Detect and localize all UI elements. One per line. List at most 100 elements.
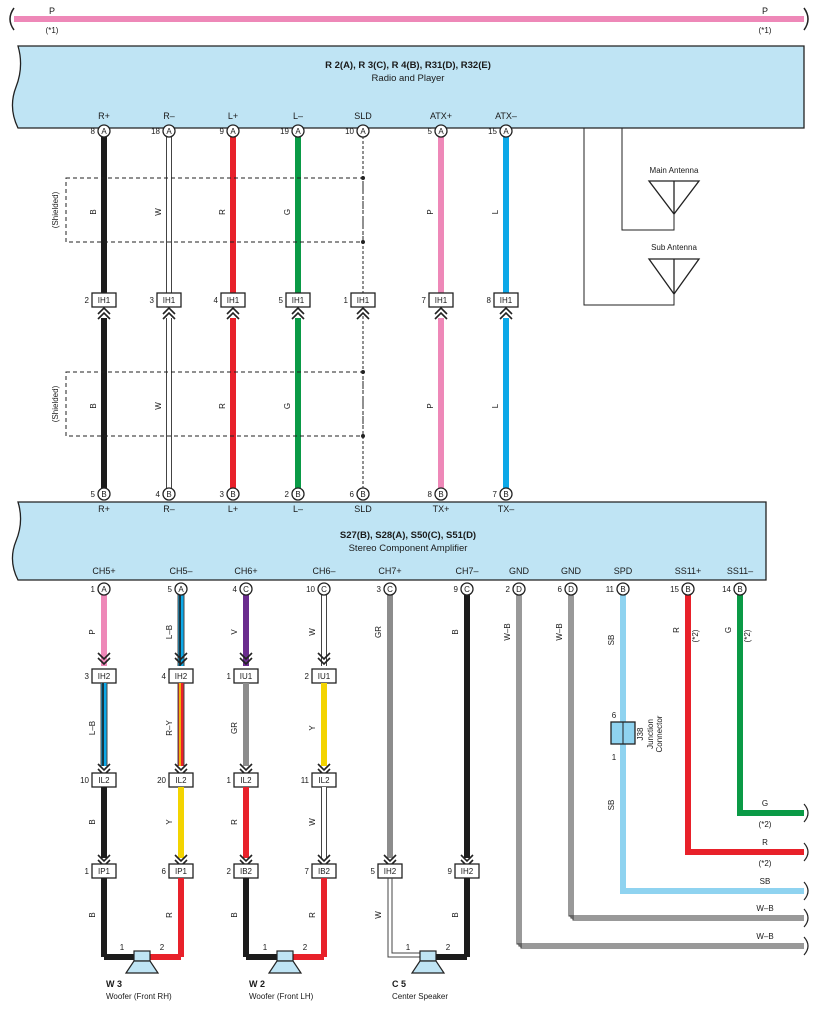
amp-top-pin-6-number: 7 <box>493 490 498 499</box>
row3-conn-5-number: 9 <box>448 867 453 876</box>
row1-mate-1-a <box>174 652 188 661</box>
amp-bottom-pin-9-number: 15 <box>670 585 679 594</box>
wire-color-upper-6: L <box>491 209 500 214</box>
top-power-line: P(*1)P(*1) <box>9 6 809 35</box>
shield-box-lower <box>65 371 364 437</box>
speaker-pin1-0: 1 <box>120 943 125 952</box>
gnd-wire-0--2 <box>516 594 804 945</box>
radio-box <box>11 45 805 129</box>
speaker-pin1-2: 1 <box>406 943 411 952</box>
row1-mate-2-a <box>239 652 253 661</box>
main-antenna-label: Main Antenna <box>650 166 699 175</box>
amp-bottom-pin-7-circle <box>564 582 578 596</box>
amp-bottom-pin-10-circle <box>733 582 747 596</box>
radio-pin-0-circle <box>97 124 111 138</box>
row3-conn-3-number: 7 <box>305 867 310 876</box>
speaker-pin2-2: 2 <box>446 943 451 952</box>
output-note-0: (*2) <box>759 820 772 829</box>
wire-l1-color-1: L–B <box>165 625 174 639</box>
radio-pin-2-connector: A <box>230 127 236 136</box>
gnd-color-1: W–B <box>555 623 564 640</box>
radio-name: Radio and Player <box>372 73 445 84</box>
ih1-6-label: IH1 <box>500 296 513 305</box>
amp-bottom-pin-2-circle <box>239 582 253 596</box>
amp-top-pin-0-connector: B <box>101 490 106 499</box>
row3-mate-1-a <box>174 854 188 863</box>
wire-l3-color-3: W <box>308 818 317 826</box>
shielded-label-lower: (Shielded) <box>51 385 60 422</box>
ih1-mate-0-b <box>97 311 111 320</box>
amp-bottom-label-1: CH5– <box>169 566 192 576</box>
row1-mate-3-b <box>317 657 331 666</box>
ih1-mate-2-b <box>226 311 240 320</box>
row1-mate-0-b <box>97 657 111 666</box>
ih1-mate-1-a <box>162 306 176 315</box>
ih1-0-label: IH1 <box>98 296 111 305</box>
row3-conn-2-label: IB2 <box>240 867 253 876</box>
spk-wire-w-inner <box>391 878 421 954</box>
gnd-color-0: W–B <box>503 623 512 640</box>
j38-pin-bottom: 1 <box>612 753 617 762</box>
radio-pin-6-number: 15 <box>488 127 497 136</box>
radio-pin-label-0: R+ <box>98 111 110 121</box>
speaker-pin2-1: 2 <box>303 943 308 952</box>
wire-l1-color-4: GR <box>374 626 383 638</box>
amp-bottom-pin-2-number: 4 <box>233 585 238 594</box>
amplifier-codes: S27(B), S28(A), S50(C), S51(D) <box>340 530 476 541</box>
j38-pin-top: 6 <box>612 711 617 720</box>
speaker-body-1 <box>276 950 294 962</box>
radio-pin-4-number: 10 <box>345 127 354 136</box>
radio-pin-0-connector: A <box>101 127 107 136</box>
output-note-1: (*2) <box>759 859 772 868</box>
gnd-wire-1-0 <box>570 594 804 919</box>
amp-bottom-pin-1-circle <box>174 582 188 596</box>
row1-mate-3-a <box>317 652 331 661</box>
amp-top-pin-1-connector: B <box>166 490 171 499</box>
row3-mate-2-a <box>239 854 253 863</box>
power-left-note: (*1) <box>46 26 59 35</box>
gnd-wire-0-2 <box>520 594 804 949</box>
amp-bottom-pin-5-connector: C <box>464 585 470 594</box>
speaker-body-0 <box>133 950 151 962</box>
ih1-6-number: 8 <box>487 296 492 305</box>
radio-pin-label-4: SLD <box>354 111 372 121</box>
amp-bottom-pin-6-connector: D <box>516 585 522 594</box>
amp-bottom-pin-4-connector: C <box>387 585 393 594</box>
speaker-name-0: Woofer (Front RH) <box>106 992 172 1001</box>
wire-color-lower-1: W <box>154 402 163 410</box>
ih1-mate-5-a <box>434 306 448 315</box>
row1-mate-0-a <box>97 652 111 661</box>
wire-l2-color-0: L–B <box>88 721 97 735</box>
ih1-5-number: 7 <box>422 296 427 305</box>
wire-l1-color-2: V <box>230 629 239 635</box>
ih1-2-number: 4 <box>214 296 219 305</box>
amp-bottom-pin-0-number: 1 <box>91 585 96 594</box>
ih1-mate-4-a <box>356 306 370 315</box>
output-break-3 <box>803 908 809 928</box>
amp-top-pin-4-number: 6 <box>350 490 355 499</box>
wire-color-upper-5: P <box>426 209 435 214</box>
wire-l4-color-1: R <box>165 912 174 918</box>
ih1-2-label: IH1 <box>227 296 240 305</box>
ih1-mate-6-a <box>499 306 513 315</box>
output-break-4 <box>803 936 809 956</box>
wire-l4-color-5: B <box>451 912 460 917</box>
radio-pin-3-circle <box>291 124 305 138</box>
row3-conn-4-number: 5 <box>371 867 376 876</box>
ih1-5-label: IH1 <box>435 296 448 305</box>
radio-pin-1-connector: A <box>166 127 172 136</box>
ih1-mate-5-b <box>434 311 448 320</box>
amp-top-label-3: L– <box>293 504 303 514</box>
wire-color-upper-0: B <box>89 209 98 214</box>
row3-mate-5-a <box>460 854 474 863</box>
amp-top-pin-5-connector: B <box>438 490 443 499</box>
main-antenna-line <box>621 128 675 231</box>
amp-bottom-pin-7-number: 6 <box>558 585 563 594</box>
row1-conn-2-label: IU1 <box>240 672 253 681</box>
wire-l2-color-1: R–Y <box>165 720 174 736</box>
amp-bottom-pin-9-connector: B <box>685 585 690 594</box>
ss11p-color: R <box>672 627 681 633</box>
wire-color-lower-5: P <box>426 403 435 408</box>
